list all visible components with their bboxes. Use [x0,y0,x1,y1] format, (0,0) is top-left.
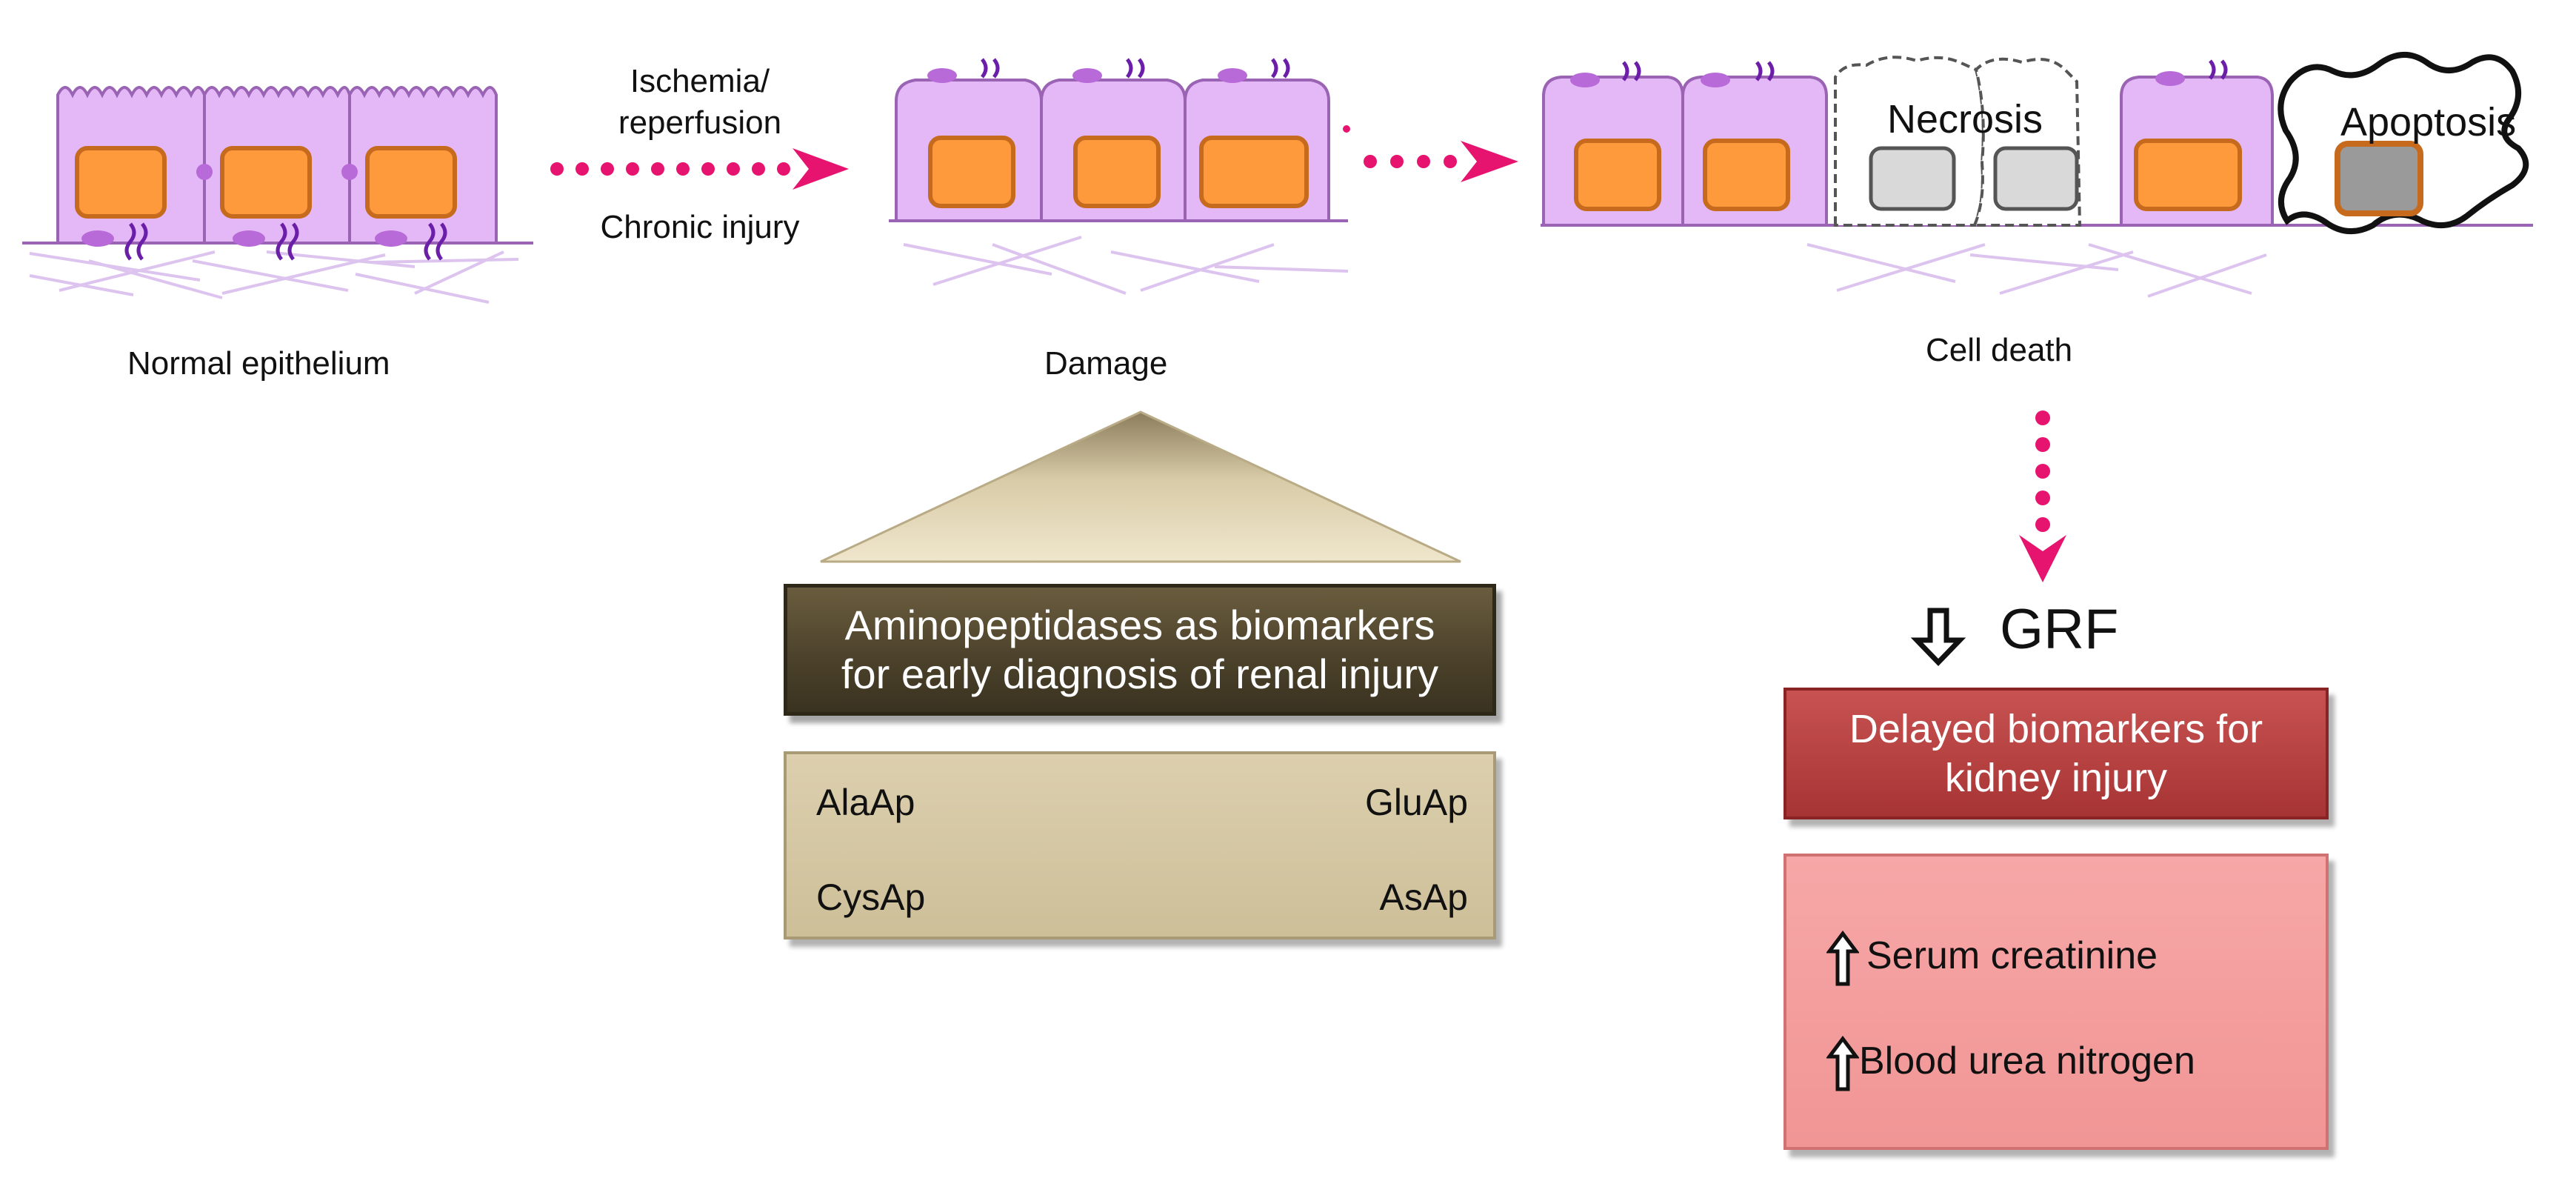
aminopeptidases-title-box: Aminopeptidases as biomarkers for early … [784,584,1496,716]
up-arrow-icon [1826,1036,1859,1091]
damaged-cell [895,58,1043,222]
aminopeptidase-item: AlaAp [816,782,915,823]
aminopeptidases-list-box: AlaAp GluAp CysAp AsAp [784,751,1496,939]
delayed-biomarkers-title-box: Delayed biomarkers for kidney injury [1783,688,2329,819]
arrow-ischemia-dots [550,148,849,190]
basement-fibers [903,236,1349,295]
blood-urea-nitrogen-label: Blood urea nitrogen [1859,1040,2195,1082]
normal-cell [56,86,206,245]
damaged-cell [2120,59,2274,227]
tight-junctions [196,164,358,180]
aminopeptidases-title: Aminopeptidases as biomarkers for early … [841,602,1439,697]
cell-death-label: Cell death [1926,332,2073,368]
apoptosis-label: Apoptosis [2340,100,2517,144]
chronic-injury-label: Chronic injury [600,209,800,245]
normal-epithelium-label: Normal epithelium [127,345,390,382]
damaged-cell [1184,58,1330,222]
arrow-down-dots [2019,410,2066,582]
aminopeptidase-item: CysAp [816,877,926,918]
necrotic-cell [1834,56,2082,227]
damaged-epithelium-group [889,58,1349,295]
delayed-biomarkers-list-box: Serum creatinine Blood urea nitrogen [1783,854,2329,1150]
cell-death-group [1541,51,2533,298]
down-arrow-icon [1910,608,1966,667]
normal-cell [203,86,351,245]
normal-cell [348,86,498,245]
necrosis-label: Necrosis [1887,97,2043,142]
delayed-biomarkers-title: Delayed biomarkers for kidney injury [1849,707,2263,800]
serum-creatinine-label: Serum creatinine [1866,934,2158,977]
ischemia-reperfusion-label: Ischemia/ reperfusion [618,63,782,141]
damaged-cell [1681,61,1828,227]
damage-triangle [820,410,1461,563]
basement-fibers [1806,243,2267,298]
basal-adhesions [81,222,447,261]
damaged-cell [1542,61,1684,227]
apoptotic-cell [2278,51,2529,235]
basement-fibers [29,250,519,304]
damaged-cell [1040,58,1187,222]
normal-epithelium-group [22,86,533,304]
arrow-progression-dots [1343,125,1518,182]
aminopeptidase-item: AsAp [1379,877,1468,918]
aminopeptidase-item: GluAp [1365,782,1468,823]
damage-label: Damage [1044,345,1168,382]
up-arrow-icon [1826,931,1859,986]
grf-label: GRF [2000,598,2119,661]
